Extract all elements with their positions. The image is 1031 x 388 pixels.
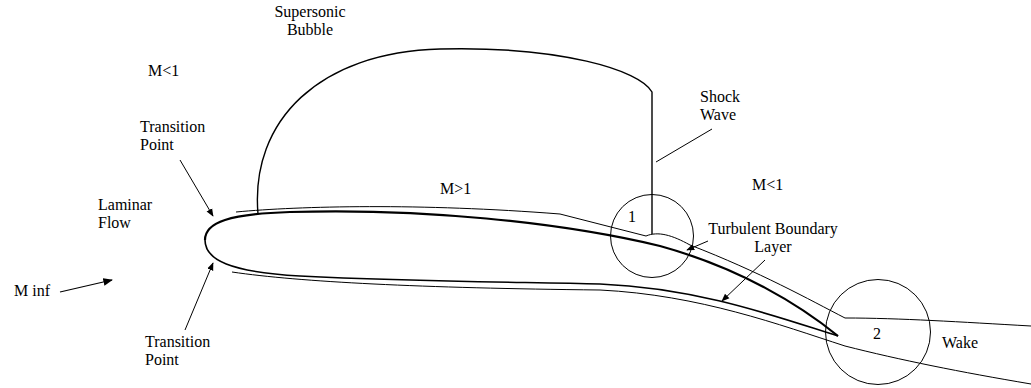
transition-label: Transition Point — [145, 333, 225, 370]
leader-arrow — [687, 241, 708, 250]
wake-label: Wake — [942, 334, 978, 352]
callout-number: 2 — [873, 325, 881, 343]
freestream-label: M inf — [14, 282, 50, 300]
mach-label: M<1 — [148, 62, 179, 80]
leader-arrow — [722, 260, 765, 301]
shock-label: Shock Wave — [700, 88, 752, 125]
transition-label: Transition Point — [140, 118, 220, 155]
boundary-layer-lower — [232, 272, 1031, 384]
supersonic-bubble: Supersonic BubbleM>1 — [250, 45, 655, 235]
mach-label: M<1 — [752, 176, 783, 194]
airfoil-lower-surface — [205, 240, 838, 336]
detail-circle: 2 — [825, 279, 931, 385]
bubble-outline-path — [257, 49, 652, 234]
bubble-outline — [250, 45, 655, 235]
leader-arrow — [185, 263, 213, 330]
freestream-arrow — [60, 280, 112, 292]
boundary-layer-upper — [236, 207, 1031, 326]
region-title: Supersonic Bubble — [265, 3, 355, 40]
leader-arrow — [180, 160, 213, 216]
boundary-layer-label: Turbulent Boundary Layer — [698, 220, 848, 257]
detail-circle: 1 — [610, 194, 694, 278]
mach-label: M>1 — [440, 180, 471, 198]
flow-label: Laminar Flow — [98, 196, 160, 233]
leader-line — [656, 129, 712, 162]
callout-number: 1 — [628, 208, 636, 226]
